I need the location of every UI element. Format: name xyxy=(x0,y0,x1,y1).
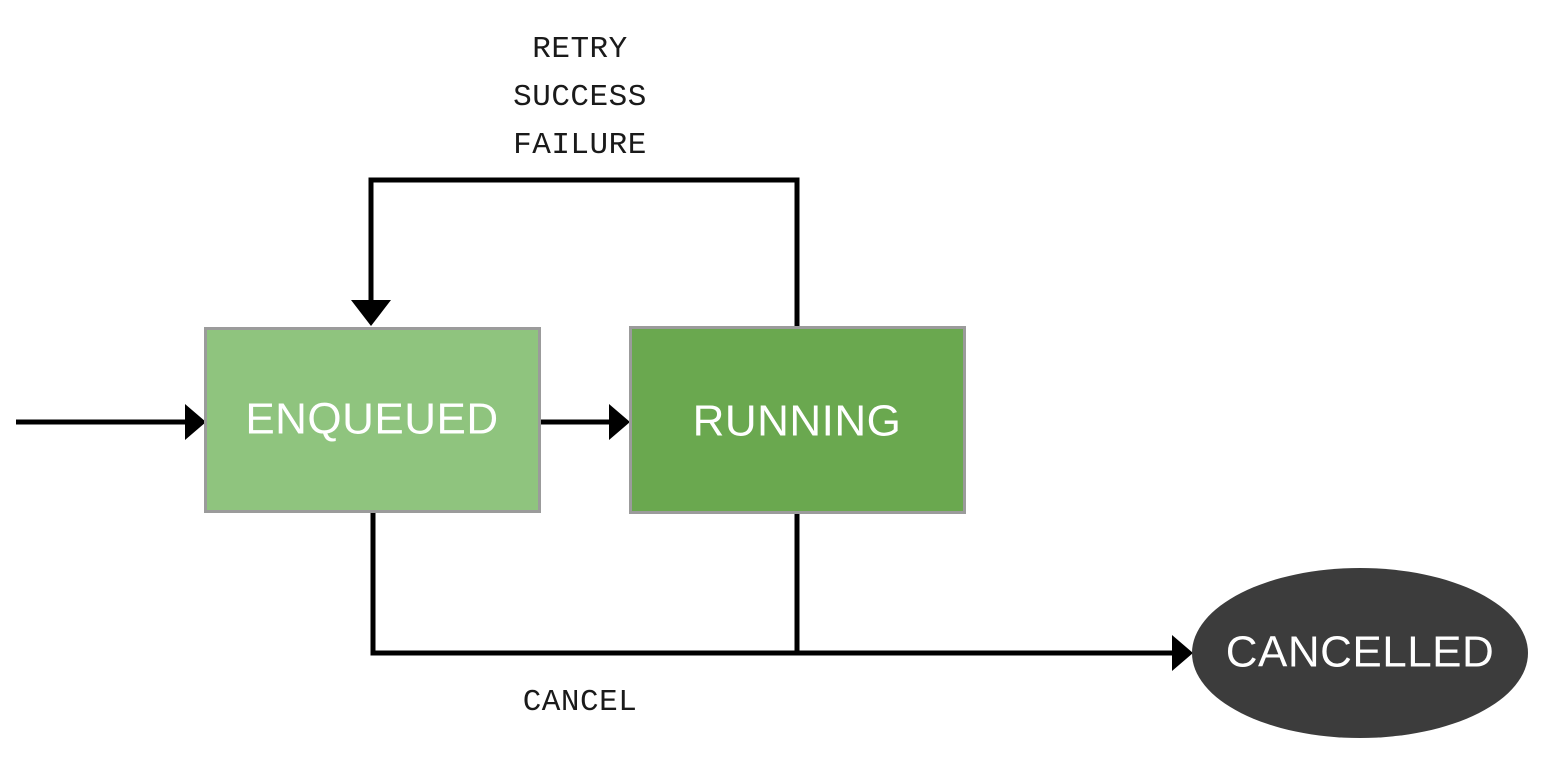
edge-enqueued-to-running xyxy=(541,404,630,440)
edge-entry-to-enqueued xyxy=(16,404,206,440)
edge-loop-arrowhead xyxy=(351,300,391,326)
edge-entry-arrowhead xyxy=(185,404,206,440)
edge-running-to-enqueued-loop xyxy=(351,177,800,326)
enqueued-label: ENQUEUED xyxy=(245,395,498,444)
enqueued-box[interactable] xyxy=(204,327,541,513)
running-label: RUNNING xyxy=(693,397,902,446)
edge-enqueued-running-arrowhead xyxy=(609,404,630,440)
edge-enqueued-to-cancelled xyxy=(370,513,1172,656)
state-node-running[interactable]: RUNNING xyxy=(629,326,966,514)
running-box[interactable] xyxy=(629,326,966,514)
cancelled-ellipse[interactable] xyxy=(1192,568,1528,738)
edge-label-cancel: CANCEL xyxy=(523,685,638,720)
edge-loop-path xyxy=(368,177,800,326)
edge-cancel-path-enqueued xyxy=(370,513,1172,656)
edge-label-success: SUCCESS xyxy=(513,80,647,115)
state-node-enqueued[interactable]: ENQUEUED xyxy=(204,327,541,513)
state-node-cancelled[interactable]: CANCELLED xyxy=(1192,568,1528,738)
edge-label-failure: FAILURE xyxy=(513,128,647,163)
cancelled-label: CANCELLED xyxy=(1226,628,1495,677)
edge-cancel-arrowhead xyxy=(1172,635,1193,671)
edge-label-retry: RETRY xyxy=(532,32,628,67)
